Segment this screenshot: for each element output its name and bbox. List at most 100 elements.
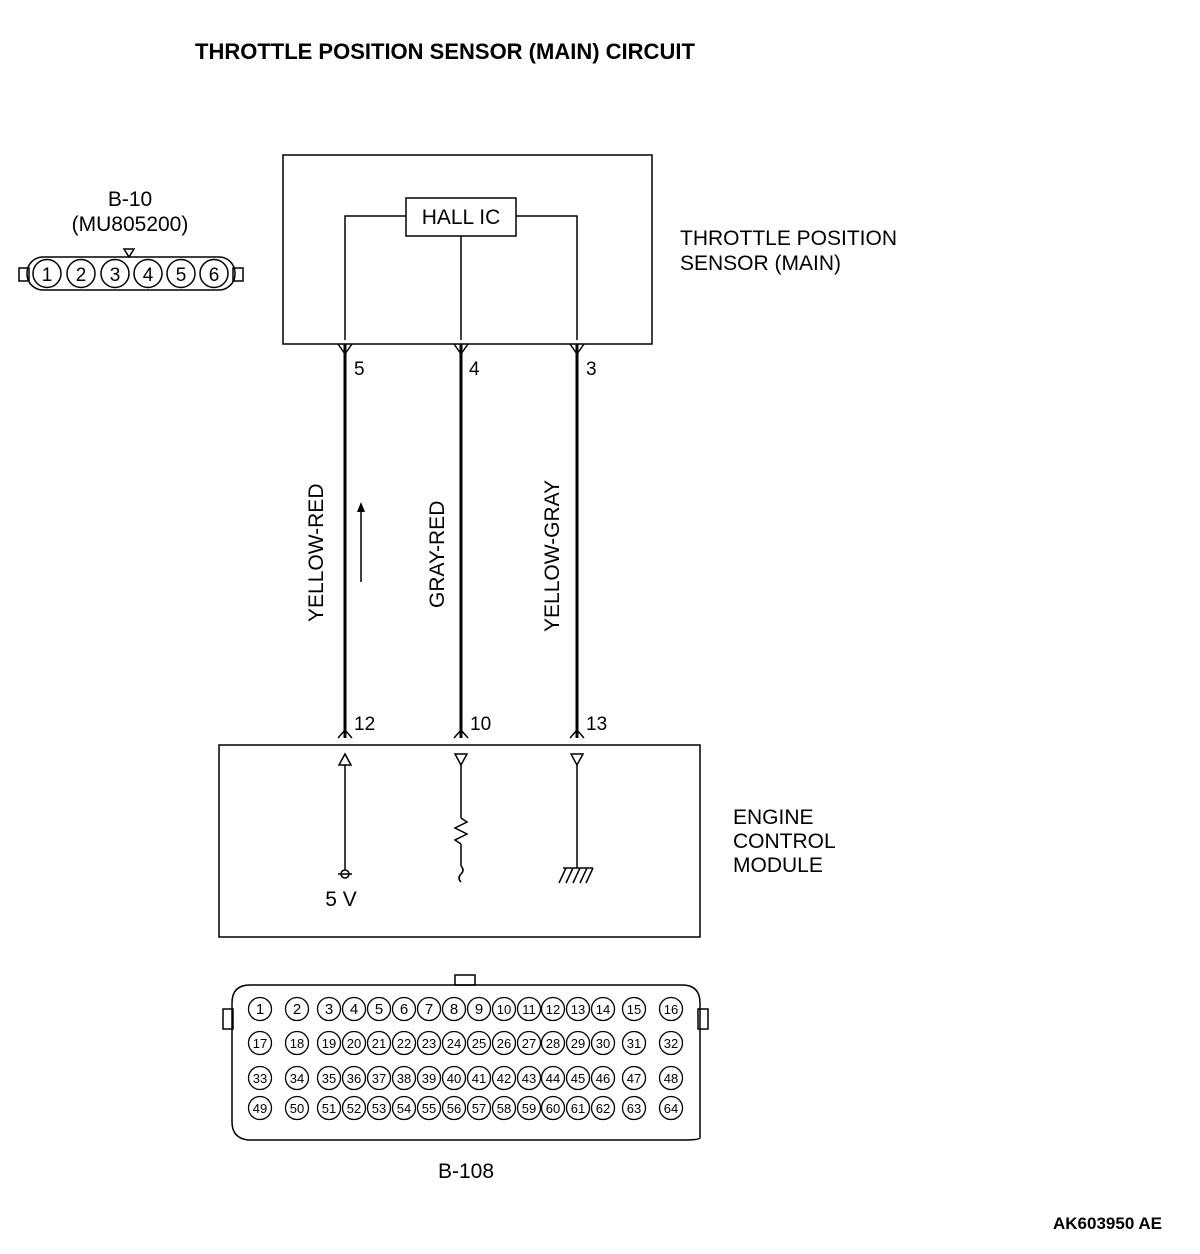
b108-pin-circle xyxy=(621,996,647,1022)
b108-pin-circle xyxy=(416,1095,442,1121)
b108-pin-37: 37 xyxy=(372,1071,386,1086)
ecm-input-triangle-icon-13 xyxy=(569,753,585,767)
b108-pin-circle xyxy=(366,1065,392,1091)
b108-pin-circle xyxy=(590,996,616,1022)
b10-pin-2: 2 xyxy=(76,265,87,286)
b108-pin-circle xyxy=(341,1065,367,1091)
b108-pin-circle xyxy=(316,1030,342,1056)
b108-pin-circle xyxy=(491,1065,517,1091)
b108-pin-13: 13 xyxy=(571,1002,585,1017)
b108-pin-27: 27 xyxy=(522,1036,536,1051)
b108-pin-circle xyxy=(565,1095,591,1121)
b108-pin-circle xyxy=(516,996,542,1022)
b108-pin-25: 25 xyxy=(472,1036,486,1051)
diagram-title: THROTTLE POSITION SENSOR (MAIN) CIRCUIT xyxy=(195,39,695,64)
b108-pin-circle xyxy=(658,1030,684,1056)
b108-pin-circle xyxy=(516,1095,542,1121)
b10-pin-3: 3 xyxy=(110,265,121,286)
b108-pin-circle xyxy=(391,1095,417,1121)
b108-pin-53: 53 xyxy=(372,1101,386,1116)
ecm-terminal-13-chevron xyxy=(569,728,585,739)
sensor-box xyxy=(282,154,653,345)
b108-pin-circle xyxy=(391,1030,417,1056)
b108-pin-circle xyxy=(491,996,517,1022)
b108-pin-circle xyxy=(658,996,684,1022)
b108-pin-1: 1 xyxy=(256,1001,264,1018)
b108-pin-18: 18 xyxy=(290,1036,304,1051)
b108-pin-circle xyxy=(247,1095,273,1121)
b108-pin-45: 45 xyxy=(571,1071,585,1086)
b108-pin-59: 59 xyxy=(522,1101,536,1116)
b108-pin-circle xyxy=(621,1095,647,1121)
b108-pin-48: 48 xyxy=(664,1071,678,1086)
resistor-continuation-icon xyxy=(458,865,464,883)
sensor-terminal-3: 3 xyxy=(586,359,597,380)
b108-pin-circle xyxy=(341,1030,367,1056)
b108-pin-7: 7 xyxy=(425,1001,433,1018)
b108-pin-58: 58 xyxy=(497,1101,511,1116)
b108-pin-circle xyxy=(621,1030,647,1056)
b108-pin-46: 46 xyxy=(596,1071,610,1086)
b10-pin-6: 6 xyxy=(209,265,220,286)
ecm-label-line1: ENGINE xyxy=(733,806,814,829)
b108-connector-id: B-108 xyxy=(438,1160,494,1183)
b108-pin-circle xyxy=(441,996,467,1022)
b108-pin-50: 50 xyxy=(290,1101,304,1116)
ecm-terminal-10-chevron xyxy=(453,728,469,739)
b108-pin-circle xyxy=(366,996,392,1022)
ecm-terminal-12-chevron xyxy=(337,728,353,739)
b10-pin-circle xyxy=(100,258,130,289)
b108-pin-9: 9 xyxy=(475,1001,483,1018)
ecm-terminal-10: 10 xyxy=(470,714,491,735)
b108-pin-circle xyxy=(341,996,367,1022)
b108-pin-32: 32 xyxy=(664,1036,678,1051)
b108-pin-52: 52 xyxy=(347,1101,361,1116)
b108-pin-11: 11 xyxy=(522,1002,536,1017)
b108-pin-6: 6 xyxy=(400,1001,408,1018)
b108-pin-42: 42 xyxy=(497,1071,511,1086)
b108-pin-circle xyxy=(491,1030,517,1056)
ecm-label-line2: CONTROL xyxy=(733,830,836,853)
b108-pin-circle xyxy=(466,1030,492,1056)
b108-pin-64: 64 xyxy=(664,1101,678,1116)
ecm-output-triangle-icon xyxy=(337,752,353,766)
sensor-terminal-4: 4 xyxy=(469,359,480,380)
b108-pin-21: 21 xyxy=(372,1036,386,1051)
b10-pin-circle xyxy=(133,258,163,289)
b108-pin-61: 61 xyxy=(571,1101,585,1116)
b108-pin-63: 63 xyxy=(627,1101,641,1116)
b108-pin-circle xyxy=(565,1065,591,1091)
b108-pin-circle xyxy=(366,1030,392,1056)
b10-latch-left xyxy=(18,267,30,282)
b108-pin-20: 20 xyxy=(347,1036,361,1051)
b108-pin-62: 62 xyxy=(596,1101,610,1116)
b108-pin-60: 60 xyxy=(546,1101,560,1116)
b10-pin-4: 4 xyxy=(143,265,154,286)
b108-pin-circle xyxy=(540,1095,566,1121)
b108-pin-circle xyxy=(516,1030,542,1056)
b108-pin-5: 5 xyxy=(375,1001,383,1018)
b108-pin-circle xyxy=(247,1065,273,1091)
b10-latch-right xyxy=(232,267,244,282)
b108-pin-40: 40 xyxy=(447,1071,461,1086)
b108-pin-57: 57 xyxy=(472,1101,486,1116)
b108-pin-circle xyxy=(466,1065,492,1091)
b108-pin-8: 8 xyxy=(450,1001,458,1018)
b108-pin-38: 38 xyxy=(397,1071,411,1086)
b108-pin-10: 10 xyxy=(497,1002,511,1017)
b108-pin-4: 4 xyxy=(350,1001,358,1018)
b108-pin-36: 36 xyxy=(347,1071,361,1086)
b108-pin-44: 44 xyxy=(546,1071,560,1086)
b108-pin-circle xyxy=(590,1065,616,1091)
b108-pin-circle xyxy=(441,1095,467,1121)
b108-pin-30: 30 xyxy=(596,1036,610,1051)
b108-pin-circle xyxy=(565,996,591,1022)
ecm-terminal-12: 12 xyxy=(354,714,375,735)
b108-pin-17: 17 xyxy=(253,1036,267,1051)
ecm-terminal-13: 13 xyxy=(586,714,607,735)
b108-pin-43: 43 xyxy=(522,1071,536,1086)
b10-pin-1: 1 xyxy=(42,265,53,286)
